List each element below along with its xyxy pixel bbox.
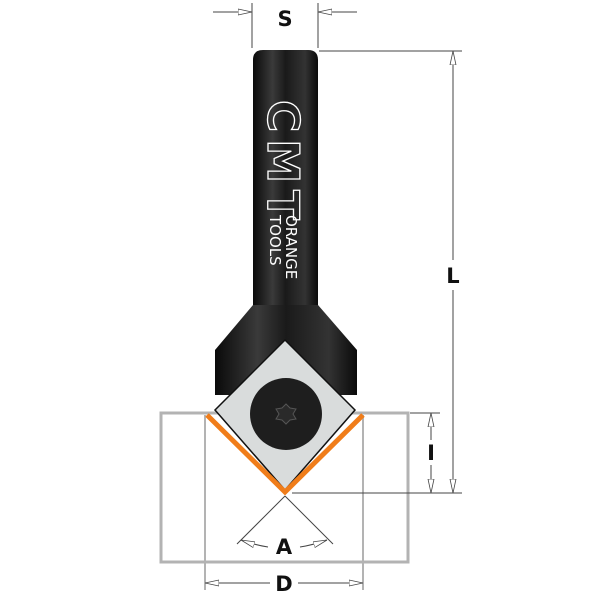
label-i: I	[427, 441, 435, 465]
dimension-l	[292, 50, 462, 494]
dimension-s	[213, 3, 357, 48]
svg-text:ORANGE: ORANGE	[282, 215, 300, 279]
dimension-a	[236, 495, 334, 547]
label-d: D	[275, 572, 292, 596]
dimension-i	[410, 412, 440, 493]
cutting-edge	[205, 413, 365, 496]
label-s: S	[277, 7, 292, 31]
cmt-logo: CMT ORANGE TOOLS	[256, 99, 308, 279]
label-l: L	[446, 264, 459, 288]
svg-text:CMT: CMT	[257, 100, 308, 220]
svg-text:TOOLS: TOOLS	[266, 214, 284, 266]
screw-torx-icon	[275, 403, 297, 425]
label-a: A	[276, 535, 293, 559]
shank	[253, 50, 318, 318]
